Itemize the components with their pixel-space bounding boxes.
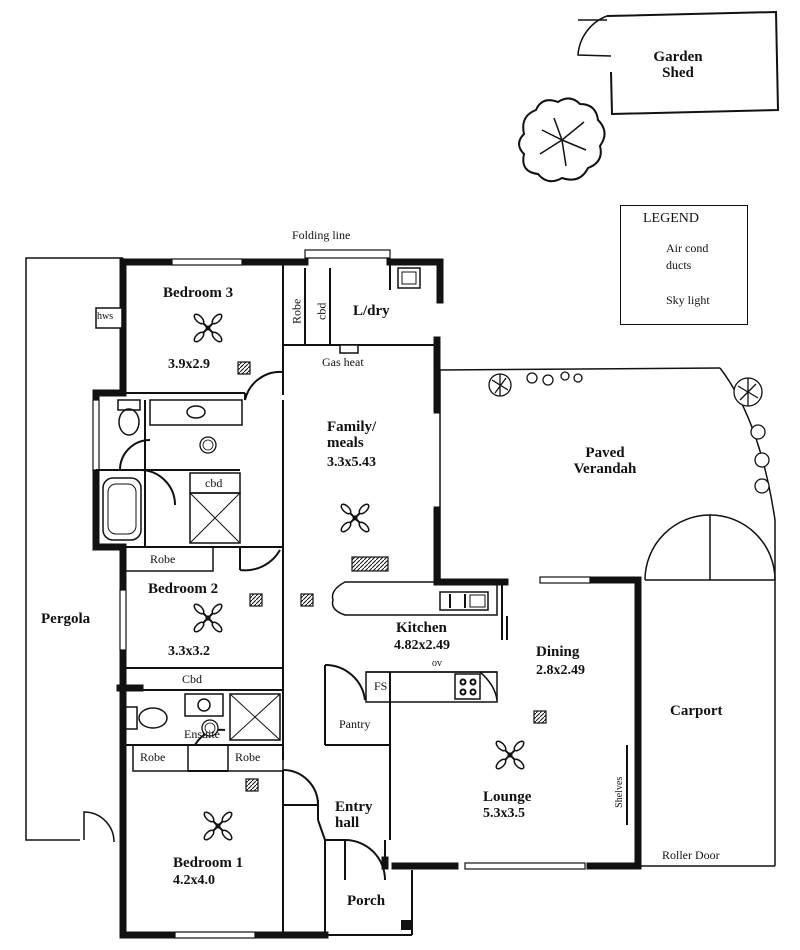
cbd-bedroom2-label: Cbd — [182, 672, 203, 686]
entry-hall-label: Entry hall — [335, 799, 373, 831]
kitchen-dims: 4.82x2.49 — [394, 638, 450, 653]
plant-icons — [488, 371, 770, 494]
bedroom2-name: Bedroom 2 — [148, 581, 219, 597]
carport-label: Carport — [670, 703, 723, 719]
folding-line-label: Folding line — [292, 228, 351, 242]
fridge-space-label: FS — [374, 679, 388, 693]
legend-item-air-cond: Air cond ducts — [666, 241, 709, 273]
family-name: Family/ meals — [327, 419, 377, 451]
robe-ensuite-label: Robe — [140, 750, 166, 764]
garden-shed-label: Garden Shed — [653, 49, 703, 81]
hatched-block-icon — [351, 556, 389, 572]
robe-bedroom3-label: Robe — [289, 298, 304, 324]
cbd-bath-label: cbd — [205, 476, 223, 490]
robe-bedroom2-label: Robe — [150, 552, 176, 566]
family-dims: 3.3x5.43 — [327, 455, 376, 470]
ensuite-label: Ensuite — [184, 727, 220, 741]
dining-dims: 2.8x2.49 — [536, 663, 585, 678]
bedroom1-dims: 4.2x4.0 — [173, 873, 215, 888]
bedroom2-dims: 3.3x3.2 — [168, 644, 210, 659]
hws-label: hws — [97, 311, 114, 322]
bedroom1-name: Bedroom 1 — [173, 855, 244, 871]
legend: LEGEND Air cond ducts Sky light — [620, 205, 748, 325]
hws-box — [95, 307, 123, 329]
windows — [92, 249, 591, 939]
legend-title: LEGEND — [643, 211, 699, 226]
tree-icon — [518, 97, 606, 183]
gas-heater-icon — [339, 344, 359, 354]
oven-label: ov — [432, 658, 442, 669]
shelves-label: Shelves — [613, 776, 625, 808]
laundry-label: L/dry — [353, 303, 390, 319]
roller-door-label: Roller Door — [662, 848, 720, 862]
lounge-dims: 5.3x3.5 — [483, 806, 525, 821]
porch-label: Porch — [347, 893, 386, 909]
robe-bedroom1-label: Robe — [235, 750, 261, 764]
cbd-bedroom3-label: cbd — [314, 302, 329, 320]
bedroom3-dims: 3.9x2.9 — [168, 357, 210, 372]
dining-name: Dining — [536, 644, 580, 660]
lounge-name: Lounge — [483, 789, 532, 805]
pantry-label: Pantry — [339, 717, 371, 731]
pergola-label: Pergola — [41, 611, 91, 627]
legend-item-sky-light: Sky light — [666, 293, 710, 307]
kitchen-name: Kitchen — [396, 620, 447, 636]
bedroom3-name: Bedroom 3 — [163, 285, 234, 301]
interior-walls — [96, 262, 776, 936]
paved-verandah-label: Paved Verandah — [573, 445, 637, 477]
gas-heat-label: Gas heat — [322, 355, 364, 369]
air-cond-duct-icon — [237, 361, 547, 792]
garden-shed — [577, 10, 780, 116]
